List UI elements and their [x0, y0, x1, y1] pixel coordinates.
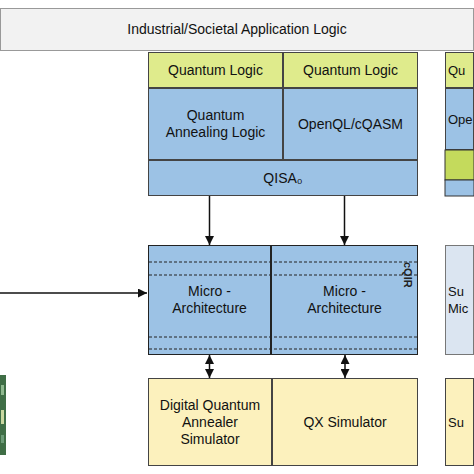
board-image — [0, 375, 6, 455]
flow-arrow — [344, 196, 346, 245]
board-chip — [1, 435, 4, 443]
logic-box: Quantum Logic — [148, 52, 283, 88]
logic-box: Quantum Logic — [283, 52, 418, 88]
simulator-box: QX Simulator — [272, 378, 418, 466]
compiler-box: Ope — [445, 88, 474, 150]
micro-architecture-box: Micro - Architecture — [271, 245, 418, 355]
board-chip — [1, 410, 4, 424]
box-text: Micro - Architecture — [160, 283, 260, 317]
board-photo — [0, 375, 6, 455]
compiler-box: OpenQL/cQASM — [283, 88, 418, 160]
flow-arrow — [344, 355, 346, 378]
micro-architecture-box: Micro - Architecture — [148, 245, 271, 355]
simulator-box: Su — [445, 378, 474, 466]
partial-layer-box — [445, 150, 474, 180]
micro-architecture-box: Su Mic — [445, 245, 474, 355]
box-text: Digital Quantum Annealer Simulator — [152, 397, 268, 448]
simulator-box: Digital Quantum Annealer Simulator — [148, 378, 272, 466]
logic-box: Qu — [445, 52, 474, 88]
box-text: Su — [448, 414, 464, 431]
compiler-box: Quantum Annealing Logic — [148, 88, 283, 160]
isa-band: QISA₀ — [148, 160, 418, 196]
box-text: Ope — [448, 111, 473, 128]
board-chip — [1, 385, 4, 395]
flow-arrow — [209, 355, 211, 378]
flow-arrow — [209, 196, 211, 245]
partial-layer-box — [445, 180, 474, 196]
box-text: Micro - Architecture — [295, 283, 395, 317]
box-text: QISA₀ — [263, 170, 302, 187]
box-text: Su Mic — [448, 283, 473, 317]
box-text: OpenQL/cQASM — [298, 116, 403, 133]
box-text: Industrial/Societal Application Logic — [127, 21, 346, 38]
application-band: Industrial/Societal Application Logic — [0, 8, 474, 51]
box-text: Quantum Logic — [303, 62, 398, 79]
box-text: Quantum Annealing Logic — [160, 107, 272, 141]
box-text: Quantum Logic — [168, 62, 263, 79]
interface-label: cQIR — [402, 262, 414, 288]
box-text: Qu — [448, 62, 465, 79]
box-text: QX Simulator — [303, 414, 386, 431]
input-arrow — [0, 292, 147, 294]
